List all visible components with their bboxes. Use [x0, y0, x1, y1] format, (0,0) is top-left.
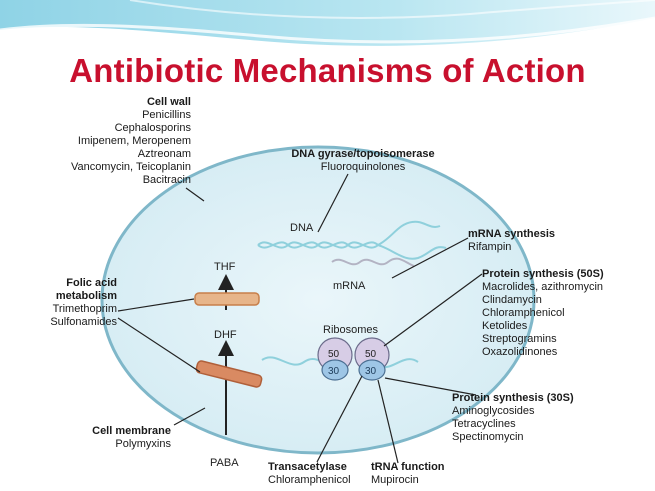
drug-item: Chloramphenicol: [268, 474, 351, 486]
paba-label: PABA: [210, 457, 239, 469]
label-folic-acid: Folic acid metabolism Trimethoprim Sulfo…: [50, 277, 117, 329]
drug-item: Macrolides, azithromycin: [482, 281, 604, 293]
label-cell-wall: Cell wall Penicillins Cephalosporins Imi…: [71, 96, 191, 187]
drug-item: Imipenem, Meropenem: [77, 135, 191, 147]
leader-lines: [117, 173, 483, 464]
drug-item: Cephalosporins: [114, 122, 191, 134]
ribosome-30-label-1: 30: [328, 366, 340, 377]
cell-membrane-heading: Cell membrane: [92, 425, 171, 437]
protein-30s-heading: Protein synthesis (30S): [452, 392, 574, 404]
trna-function-heading: tRNA function: [371, 461, 445, 473]
drug-item: Mupirocin: [371, 474, 419, 486]
folic-acid-heading-1: Folic acid: [66, 277, 117, 289]
thf-label: THF: [214, 261, 236, 273]
drug-item: Rifampin: [468, 241, 512, 253]
dhf-label: DHF: [214, 329, 237, 341]
dna-gyrase-heading: DNA gyrase/topoisomerase: [291, 148, 435, 160]
drug-item: Trimethoprim: [52, 303, 117, 315]
drug-item: Bacitracin: [142, 174, 191, 186]
label-protein-synthesis-50s: Protein synthesis (50S) Macrolides, azit…: [482, 268, 604, 359]
drug-item: Streptogramins: [482, 333, 557, 345]
label-cell-membrane: Cell membrane Polymyxins: [92, 425, 171, 451]
page-title: Antibiotic Mechanisms of Action: [69, 52, 586, 89]
label-mrna-synthesis: mRNA synthesis Rifampin: [468, 228, 555, 254]
label-transacetylase: Transacetylase Chloramphenicol: [268, 461, 351, 487]
drug-item: Polymyxins: [115, 438, 171, 450]
label-trna-function: tRNA function Mupirocin: [371, 461, 445, 487]
label-dna-gyrase: DNA gyrase/topoisomerase Fluoroquinolone…: [268, 148, 458, 174]
drug-item: Vancomycin, Teicoplanin: [70, 161, 191, 173]
ribosomes-label: Ribosomes: [323, 324, 379, 336]
drug-item: Ketolides: [482, 320, 528, 332]
ribosome-2: [354, 337, 390, 381]
ribosome-50-label-1: 50: [328, 349, 340, 360]
ribosome-50-label-2: 50: [365, 349, 377, 360]
drug-item: Fluoroquinolones: [320, 161, 406, 173]
ribosome-1: [317, 337, 353, 381]
dna-label: DNA: [290, 222, 314, 234]
drug-item: Oxazolidinones: [482, 346, 558, 358]
drug-item: Spectinomycin: [452, 431, 524, 443]
drug-item: Chloramphenicol: [482, 307, 565, 319]
folic-acid-heading-2: metabolism: [55, 290, 117, 302]
mrna-synthesis-heading: mRNA synthesis: [468, 228, 556, 240]
dna-helix: [257, 220, 447, 260]
protein-50s-heading: Protein synthesis (50S): [482, 268, 604, 280]
drug-item: Aztreonam: [137, 148, 191, 160]
drug-item: Penicillins: [142, 109, 191, 121]
mrna-strand: [331, 257, 415, 267]
header-banner: [0, 0, 655, 46]
label-protein-synthesis-30s: Protein synthesis (30S) Aminoglycosides …: [452, 392, 574, 444]
cell-wall-heading: Cell wall: [146, 96, 191, 108]
drug-item: Clindamycin: [482, 294, 542, 306]
mrna-label: mRNA: [333, 280, 366, 292]
drug-item: Tetracyclines: [452, 418, 516, 430]
drug-item: Sulfonamides: [50, 316, 117, 328]
transacetylase-heading: Transacetylase: [268, 461, 347, 473]
dihydrofolate-reductase-enzyme: [194, 292, 260, 306]
drug-item: Aminoglycosides: [452, 405, 535, 417]
ribosome-30-label-2: 30: [365, 366, 377, 377]
dihydropteroate-synthase-enzyme: [195, 360, 263, 388]
